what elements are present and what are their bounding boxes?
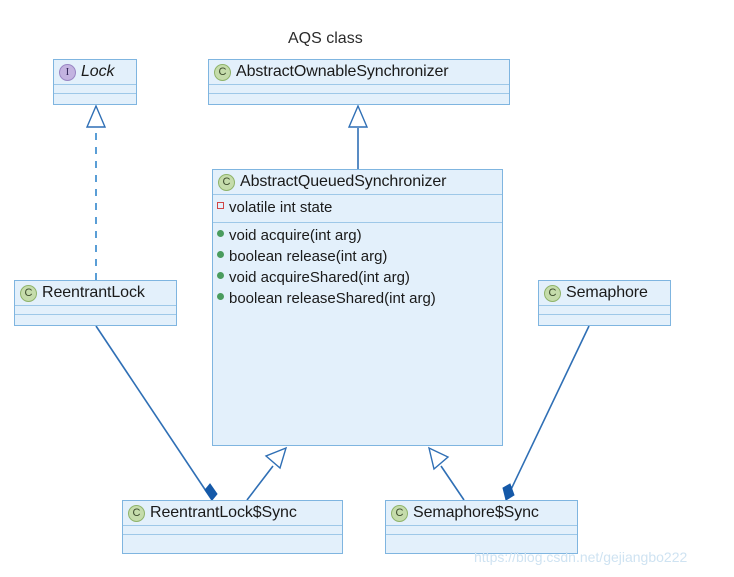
attributes-compartment <box>15 306 176 315</box>
class-badge-icon: C <box>218 173 235 191</box>
relation-reentrantlocksync-extends-aqs <box>246 446 288 501</box>
filled-diamond-arrowhead <box>204 483 218 501</box>
class-name-semaphore: Semaphore <box>566 284 648 301</box>
class-header-semaphore-sync: C Semaphore$Sync <box>386 501 577 526</box>
filled-diamond-arrowhead <box>502 483 515 501</box>
class-header-reentrant-lock: C ReentrantLock <box>15 281 176 306</box>
operations-compartment <box>386 535 577 544</box>
method-row[interactable]: void acquire(int arg) <box>217 225 498 246</box>
class-header-reentrant-lock-sync: C ReentrantLock$Sync <box>123 501 342 526</box>
generalization-line <box>440 465 465 501</box>
hollow-triangle-arrowhead <box>347 104 369 128</box>
operations-compartment <box>209 94 509 103</box>
class-name-abstract-queued-synchronizer: AbstractQueuedSynchronizer <box>240 173 447 190</box>
operations-compartment <box>539 315 670 324</box>
public-method-icon <box>217 293 224 300</box>
hollow-triangle-arrowhead <box>85 104 107 128</box>
class-header-semaphore: C Semaphore <box>539 281 670 306</box>
attributes-compartment: volatile int state <box>213 195 502 223</box>
class-header-abstract-queued-synchronizer: C AbstractQueuedSynchronizer <box>213 170 502 195</box>
class-box-reentrant-lock-sync[interactable]: C ReentrantLock$Sync <box>122 500 343 554</box>
public-method-icon <box>217 230 224 237</box>
method-label: boolean releaseShared(int arg) <box>229 290 436 307</box>
class-box-semaphore[interactable]: C Semaphore <box>538 280 671 326</box>
relation-semaphore-composes-sync <box>502 325 590 501</box>
composition-line <box>95 325 213 501</box>
public-method-icon <box>217 272 224 279</box>
watermark-text: https://blog.csdn.net/gejiangbo222 <box>474 549 688 565</box>
class-box-reentrant-lock[interactable]: C ReentrantLock <box>14 280 177 326</box>
class-name-reentrant-lock-sync: ReentrantLock$Sync <box>150 504 297 521</box>
class-badge-icon: C <box>391 504 408 522</box>
public-method-icon <box>217 251 224 258</box>
method-label: boolean release(int arg) <box>229 248 388 265</box>
attributes-compartment <box>386 526 577 535</box>
class-name-semaphore-sync: Semaphore$Sync <box>413 504 539 521</box>
class-header-lock: I Lock <box>54 60 136 85</box>
field-label: volatile int state <box>229 199 333 216</box>
class-name-reentrant-lock: ReentrantLock <box>42 284 145 301</box>
relation-semaphoresync-extends-aqs <box>427 446 465 501</box>
field-row[interactable]: volatile int state <box>217 197 498 218</box>
relation-reentrantlock-composes-sync <box>95 325 218 501</box>
operations-compartment <box>15 315 176 324</box>
class-box-semaphore-sync[interactable]: C Semaphore$Sync <box>385 500 578 554</box>
class-badge-icon: C <box>544 284 561 302</box>
class-badge-icon: C <box>128 504 145 522</box>
hollow-triangle-arrowhead <box>264 446 288 470</box>
hollow-triangle-arrowhead <box>427 446 450 471</box>
class-box-lock[interactable]: I Lock <box>53 59 137 105</box>
class-name-abstract-ownable-synchronizer: AbstractOwnableSynchronizer <box>236 63 449 80</box>
diagram-title: AQS class <box>288 30 363 47</box>
attributes-compartment <box>54 85 136 94</box>
private-field-icon <box>217 202 224 209</box>
class-box-abstract-ownable-synchronizer[interactable]: C AbstractOwnableSynchronizer <box>208 59 510 105</box>
composition-line <box>505 325 590 501</box>
operations-compartment: void acquire(int arg) boolean release(in… <box>213 223 502 313</box>
method-row[interactable]: boolean release(int arg) <box>217 246 498 267</box>
generalization-line <box>246 465 274 501</box>
relation-reentrantlock-realizes-lock <box>85 104 107 280</box>
method-row[interactable]: boolean releaseShared(int arg) <box>217 288 498 309</box>
method-label: void acquireShared(int arg) <box>229 269 410 286</box>
operations-compartment <box>123 535 342 544</box>
class-box-abstract-queued-synchronizer[interactable]: C AbstractQueuedSynchronizer volatile in… <box>212 169 503 446</box>
method-row[interactable]: void acquireShared(int arg) <box>217 267 498 288</box>
attributes-compartment <box>209 85 509 94</box>
class-name-lock: Lock <box>81 63 115 80</box>
method-label: void acquire(int arg) <box>229 227 362 244</box>
class-badge-icon: C <box>20 284 37 302</box>
class-badge-icon: C <box>214 63 231 81</box>
attributes-compartment <box>539 306 670 315</box>
class-header-abstract-ownable-synchronizer: C AbstractOwnableSynchronizer <box>209 60 509 85</box>
interface-badge-icon: I <box>59 63 76 81</box>
relation-aqs-extends-aos <box>347 104 369 169</box>
operations-compartment <box>54 94 136 103</box>
attributes-compartment <box>123 526 342 535</box>
